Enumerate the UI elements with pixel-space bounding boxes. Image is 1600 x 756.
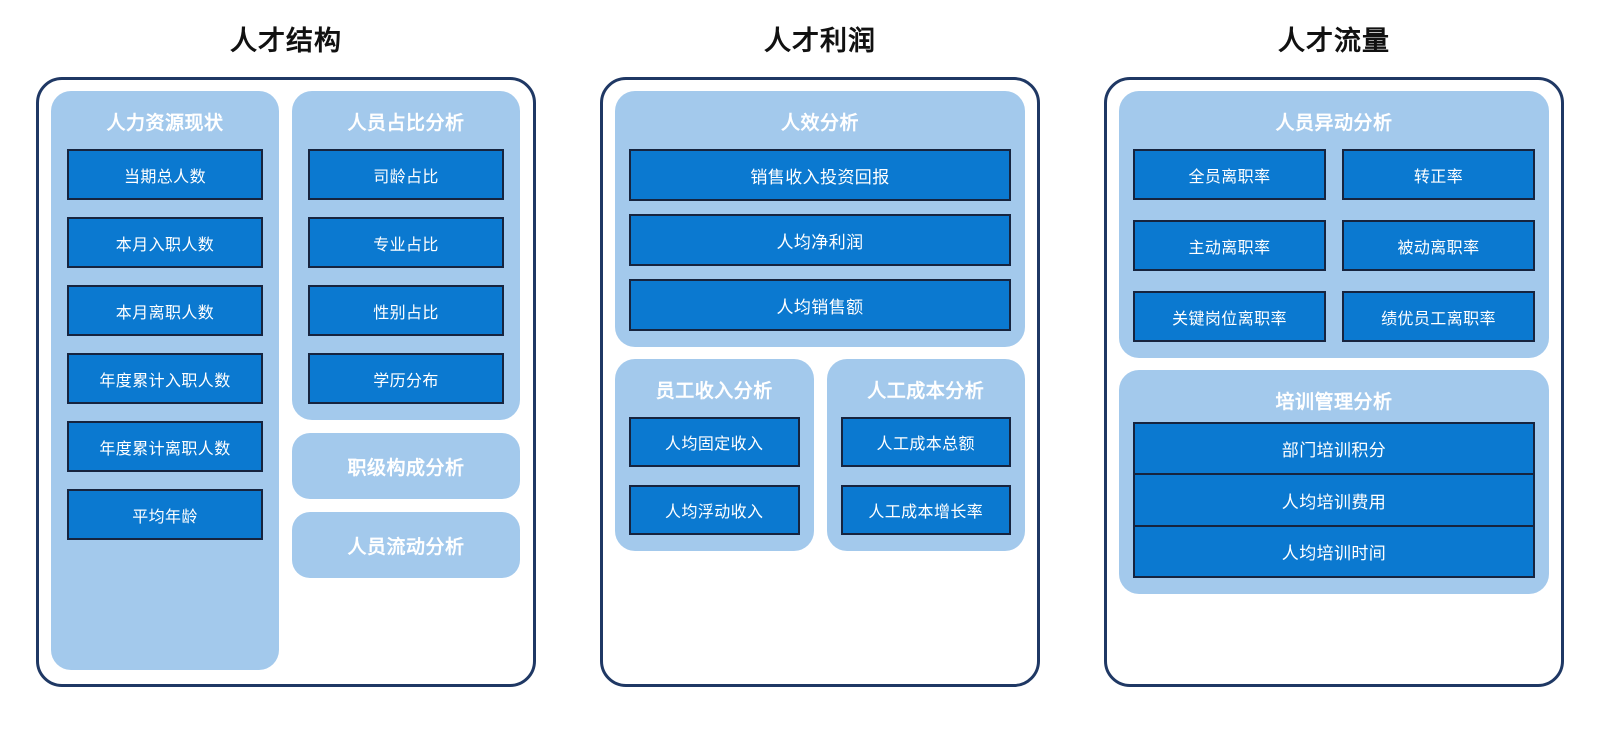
metric-box[interactable]: 全员离职率 [1133, 149, 1326, 200]
panel-title-staff-movement: 人员异动分析 [1275, 113, 1393, 134]
metric-box[interactable]: 部门培训积分 [1133, 422, 1535, 474]
panel-staff-movement[interactable]: 人员异动分析 全员离职率 转正率 主动离职率 被动离职率 关键岗位离职率 绩优员… [1119, 91, 1549, 358]
panel-body-staff-movement: 全员离职率 转正率 主动离职率 被动离职率 关键岗位离职率 绩优员工离职率 [1133, 149, 1535, 342]
panel-title-efficiency-analysis: 人效分析 [780, 113, 859, 134]
panel-body-headcount-ratio: 司龄占比 专业占比 性别占比 学历分布 [306, 149, 506, 404]
metric-box[interactable]: 被动离职率 [1342, 220, 1535, 271]
metric-box[interactable]: 性别占比 [308, 285, 504, 336]
column-talent-flow: 人才流量 人员异动分析 全员离职率 转正率 主动离职率 被动离职率 关键岗位离职… [1104, 0, 1564, 687]
column-talent-structure: 人才结构 人力资源现状 当期总人数 本月入职人数 本月离职人数 年度累计入职人数… [36, 0, 536, 687]
panel-body-training-management: 部门培训积分 人均培训费用 人均培训时间 [1133, 422, 1535, 578]
metric-box[interactable]: 关键岗位离职率 [1133, 291, 1326, 342]
panel-headcount-ratio[interactable]: 人员占比分析 司龄占比 专业占比 性别占比 学历分布 [292, 91, 520, 420]
metric-box[interactable]: 人均销售额 [629, 279, 1011, 331]
column-title-talent-profit: 人才利润 [764, 26, 876, 56]
shell-talent-flow: 人员异动分析 全员离职率 转正率 主动离职率 被动离职率 关键岗位离职率 绩优员… [1104, 77, 1564, 687]
metric-box[interactable]: 人均净利润 [629, 214, 1011, 266]
metric-box[interactable]: 司龄占比 [308, 149, 504, 200]
metric-box[interactable]: 本月入职人数 [67, 217, 263, 268]
panel-staff-mobility[interactable]: 人员流动分析 [292, 512, 520, 578]
panel-title-labor-cost: 人工成本分析 [867, 381, 985, 402]
metric-box[interactable]: 年度累计离职人数 [67, 421, 263, 472]
panel-training-management[interactable]: 培训管理分析 部门培训积分 人均培训费用 人均培训时间 [1119, 370, 1549, 594]
metric-box[interactable]: 销售收入投资回报 [629, 149, 1011, 201]
group-row-profit-bottom: 员工收入分析 人均固定收入 人均浮动收入 人工成本分析 人工成本总额 人工成本增… [615, 359, 1025, 551]
group-stack-structure-right: 人员占比分析 司龄占比 专业占比 性别占比 学历分布 职级构成分析 人员流动分析 [292, 91, 520, 670]
panel-body-labor-cost: 人工成本总额 人工成本增长率 [840, 417, 1011, 535]
panel-labor-cost[interactable]: 人工成本分析 人工成本总额 人工成本增长率 [826, 359, 1025, 551]
metric-box[interactable]: 人均培训费用 [1133, 474, 1535, 526]
panel-body-employee-income: 人均固定收入 人均浮动收入 [629, 417, 800, 535]
shell-talent-structure: 人力资源现状 当期总人数 本月入职人数 本月离职人数 年度累计入职人数 年度累计… [36, 77, 536, 687]
metric-box[interactable]: 绩优员工离职率 [1342, 291, 1535, 342]
column-talent-profit: 人才利润 人效分析 销售收入投资回报 人均净利润 人均销售额 员工收入分析 人均… [600, 0, 1040, 687]
panel-rank-composition[interactable]: 职级构成分析 [292, 433, 520, 499]
metric-box[interactable]: 当期总人数 [67, 149, 263, 200]
metric-box[interactable]: 人均浮动收入 [629, 485, 800, 535]
panel-efficiency-analysis[interactable]: 人效分析 销售收入投资回报 人均净利润 人均销售额 [615, 91, 1025, 347]
panel-hr-status[interactable]: 人力资源现状 当期总人数 本月入职人数 本月离职人数 年度累计入职人数 年度累计… [51, 91, 279, 670]
panel-title-hr-status: 人力资源现状 [106, 113, 224, 134]
panel-employee-income[interactable]: 员工收入分析 人均固定收入 人均浮动收入 [615, 359, 814, 551]
metric-box[interactable]: 专业占比 [308, 217, 504, 268]
panel-title-headcount-ratio: 人员占比分析 [347, 113, 465, 134]
shell-talent-profit: 人效分析 销售收入投资回报 人均净利润 人均销售额 员工收入分析 人均固定收入 … [600, 77, 1040, 687]
metric-box[interactable]: 人均培训时间 [1133, 526, 1535, 578]
metric-box[interactable]: 主动离职率 [1133, 220, 1326, 271]
metric-box[interactable]: 人工成本增长率 [840, 485, 1011, 535]
panel-title-training-management: 培训管理分析 [1275, 392, 1393, 413]
panel-title-employee-income: 员工收入分析 [655, 381, 773, 402]
column-title-talent-flow: 人才流量 [1278, 26, 1390, 56]
panel-body-efficiency-analysis: 销售收入投资回报 人均净利润 人均销售额 [629, 149, 1011, 331]
metric-box[interactable]: 人工成本总额 [840, 417, 1011, 467]
column-title-talent-structure: 人才结构 [230, 26, 342, 56]
metric-box[interactable]: 平均年龄 [67, 489, 263, 540]
metric-box[interactable]: 人均固定收入 [629, 417, 800, 467]
metric-box[interactable]: 年度累计入职人数 [67, 353, 263, 404]
panel-body-hr-status: 当期总人数 本月入职人数 本月离职人数 年度累计入职人数 年度累计离职人数 平均… [65, 149, 265, 540]
metric-box[interactable]: 转正率 [1342, 149, 1535, 200]
metric-box[interactable]: 本月离职人数 [67, 285, 263, 336]
metric-box[interactable]: 学历分布 [308, 353, 504, 404]
